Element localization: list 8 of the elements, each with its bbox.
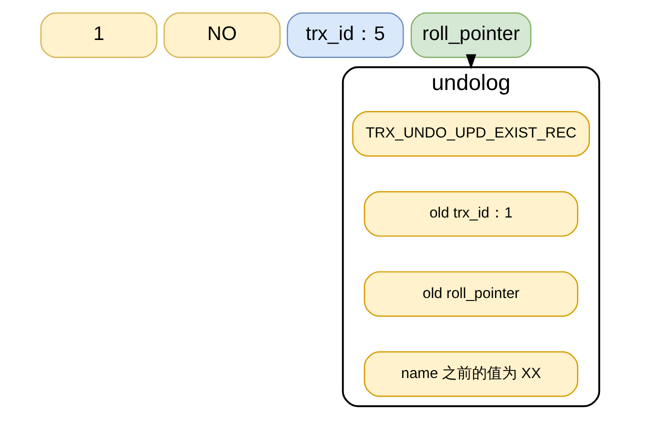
node-box: name 之前的值为 XX — [363, 351, 578, 397]
node-box: 1 — [40, 12, 157, 58]
node-box: trx_id：5 — [286, 12, 404, 58]
node-box: old trx_id：1 — [363, 191, 578, 237]
node-box: TRX_UNDO_UPD_EXIST_REC — [352, 110, 590, 157]
arrow — [465, 54, 476, 70]
node-box: old roll_pointer — [363, 271, 578, 317]
node-box: NO — [163, 12, 280, 58]
